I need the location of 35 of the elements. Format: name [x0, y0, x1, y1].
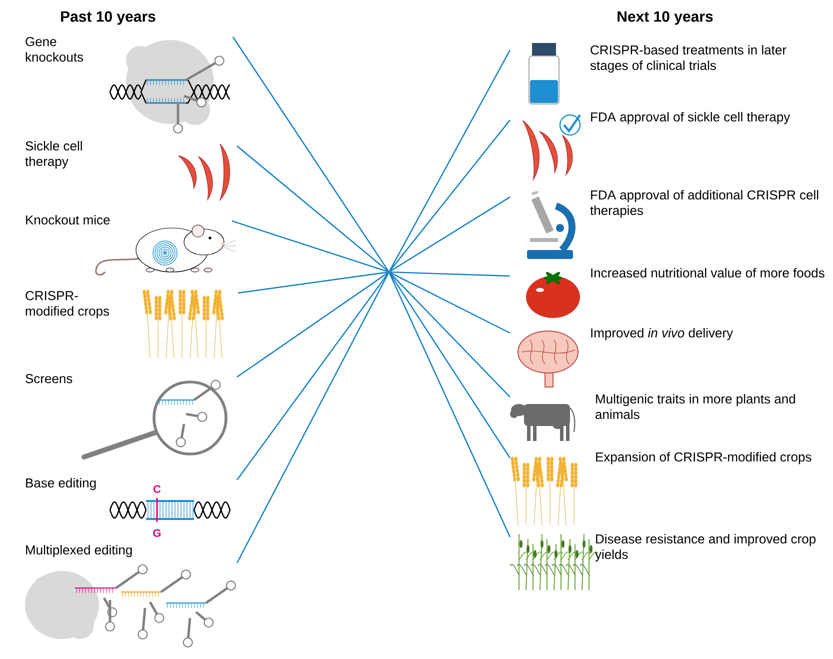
- outcome-label: FDA approval of sickle cell therapy: [591, 112, 790, 124]
- connector-line: [389, 273, 511, 538]
- item-label: Multiplexed editing: [26, 545, 132, 558]
- base-letter: C: [153, 485, 161, 493]
- outcome-label: Improved in vivo delivery: [591, 328, 734, 340]
- column-heading: Next 10 years: [618, 11, 713, 25]
- connector-line: [238, 272, 388, 294]
- item-label: Sickle cell therapy: [25, 141, 82, 169]
- connector-line: [390, 271, 510, 277]
- outcome-label: Disease resistance and improved crop yields: [595, 534, 816, 562]
- outcome-label: Expansion of CRISPR-modified crops: [596, 452, 812, 464]
- item-label: CRISPR-modified crops: [26, 291, 110, 318]
- outcome-label: Increased nutritional value of more foods: [591, 268, 824, 278]
- connector-line: [232, 36, 389, 272]
- connector-line: [390, 272, 510, 398]
- connector-line: [236, 273, 389, 564]
- item-label: Base editing: [26, 478, 96, 490]
- item-label: Knockout mice: [26, 215, 110, 225]
- connector-line: [236, 272, 389, 480]
- connector-line: [389, 272, 510, 458]
- connector-line: [236, 272, 388, 378]
- connector-line: [232, 220, 388, 272]
- item-label: Gene knockouts: [26, 37, 84, 62]
- outcome-label: Multigenic traits in more plants and animals: [596, 394, 795, 420]
- connector-line: [389, 120, 510, 272]
- connector-line: [390, 196, 510, 272]
- connector-line: [236, 146, 388, 272]
- base-letter: G: [153, 529, 161, 537]
- item-label: Screens: [26, 374, 72, 384]
- connector-line: [389, 50, 511, 272]
- outcome-label: CRISPR-based treatments in later stages of clinical trials: [590, 45, 786, 73]
- outcome-label: FDA approval of additional CRISPR cell therapies: [590, 190, 818, 218]
- connector-line: [390, 272, 510, 334]
- junction-point: [388, 270, 390, 274]
- column-heading: Past 10 years: [61, 11, 156, 25]
